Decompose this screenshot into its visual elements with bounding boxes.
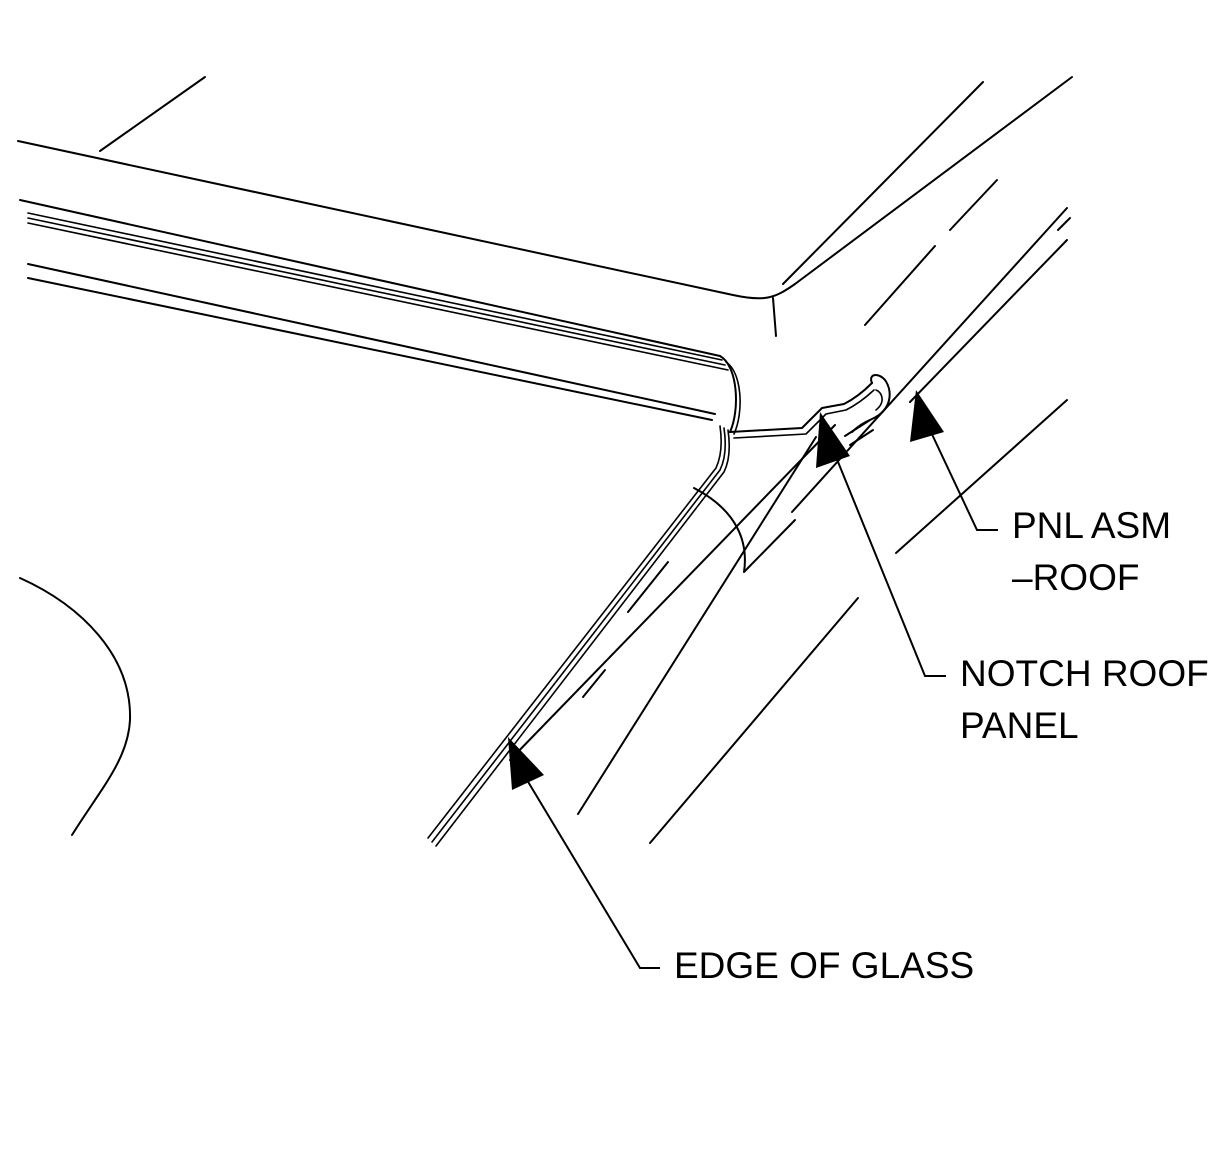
edge-of-glass-line-1: EDGE OF GLASS — [674, 945, 975, 986]
notch-roof-panel-line-2: PANEL — [960, 705, 1079, 746]
edge-of-glass-arrow — [508, 737, 544, 790]
notch-roof-panel-leader — [833, 451, 946, 677]
notch-roof-panel-arrow — [816, 412, 850, 468]
pnl-asm-roof-arrow — [910, 390, 944, 442]
pnl-asm-roof-line-1: PNL ASM — [1012, 505, 1172, 546]
glass-edge-lines — [427, 425, 730, 847]
pnl-asm-roof-leader — [929, 429, 998, 531]
notch-roof-panel-label: NOTCH ROOF PANEL — [960, 648, 1209, 752]
pillar-panel-lines — [509, 179, 1071, 844]
roof-surface-lines — [17, 76, 1073, 337]
notch-roof-panel-line-1: NOTCH ROOF — [960, 653, 1209, 694]
edge-of-glass-leader — [526, 779, 660, 969]
pnl-asm-roof-line-2: –ROOF — [1012, 557, 1140, 598]
roof-moulding — [19, 199, 891, 439]
edge-of-glass-label: EDGE OF GLASS — [674, 940, 974, 992]
pnl-asm-roof-label: PNL ASM –ROOF — [1012, 500, 1171, 604]
side-window-outline — [19, 577, 132, 836]
